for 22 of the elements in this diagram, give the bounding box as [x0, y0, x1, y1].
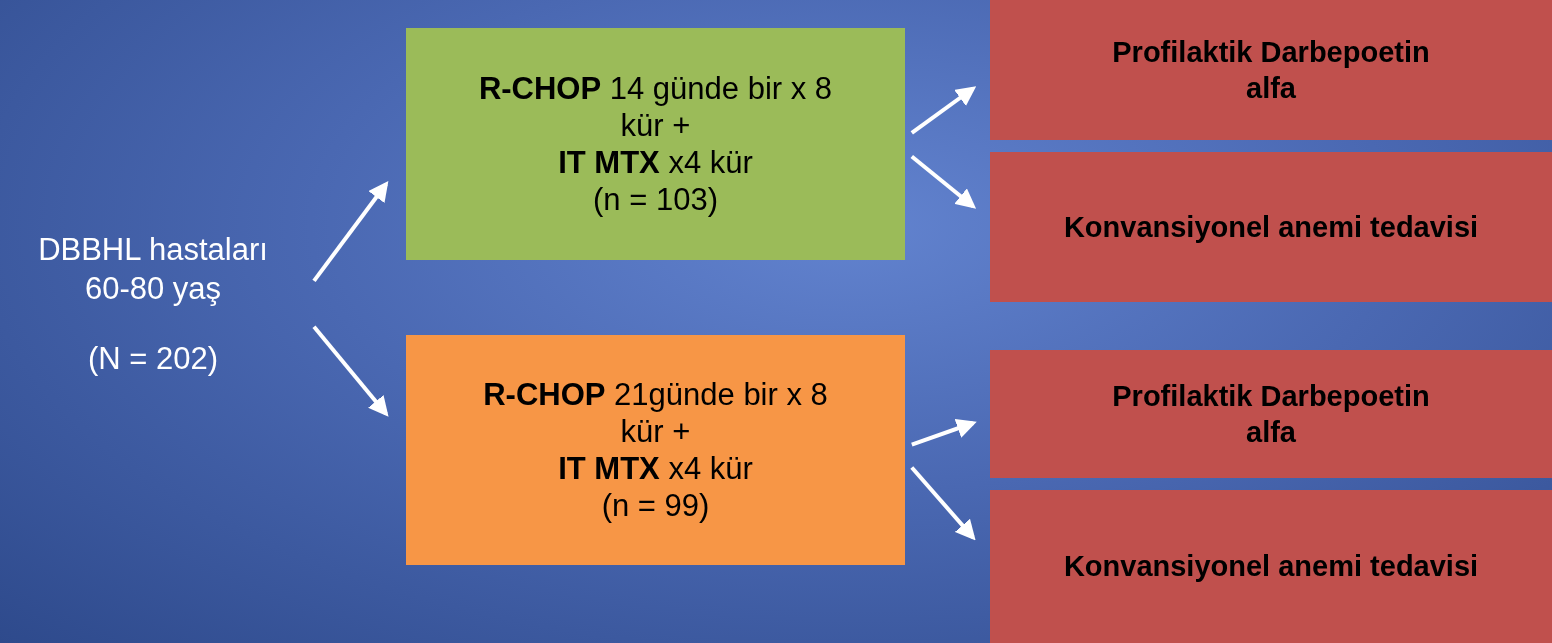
arrow: [312, 181, 389, 283]
group-label: (N = 202): [87, 340, 219, 379]
treatment-box: [406, 335, 905, 565]
group-label: DBBHL hastaları 60-80 yaş: [37, 230, 269, 308]
treatment-box: [990, 350, 1552, 478]
treatment-box: [406, 28, 905, 260]
box-text: Profilaktik Darbepoetin alfa: [1111, 34, 1431, 106]
treatment-box: [990, 152, 1552, 302]
treatment-box: [990, 0, 1552, 140]
treatment-box: [990, 490, 1552, 643]
arrow: [910, 86, 977, 135]
box-text: (n = 99): [601, 487, 710, 525]
arrow: [910, 466, 976, 541]
box-text: (n = 103): [593, 181, 718, 219]
box-text: Konvansiyonel anemi tedavisi: [1063, 209, 1479, 245]
box-text: Profilaktik Darbepoetin alfa: [1111, 378, 1431, 450]
box-text: Konvansiyonel anemi tedavisi: [1063, 549, 1479, 585]
arrow: [312, 325, 389, 417]
box-text: IT MTX x4 kür: [558, 450, 753, 488]
arrow: [910, 154, 977, 209]
box-text: IT MTX x4 kür: [558, 144, 753, 182]
arrow: [911, 418, 977, 447]
